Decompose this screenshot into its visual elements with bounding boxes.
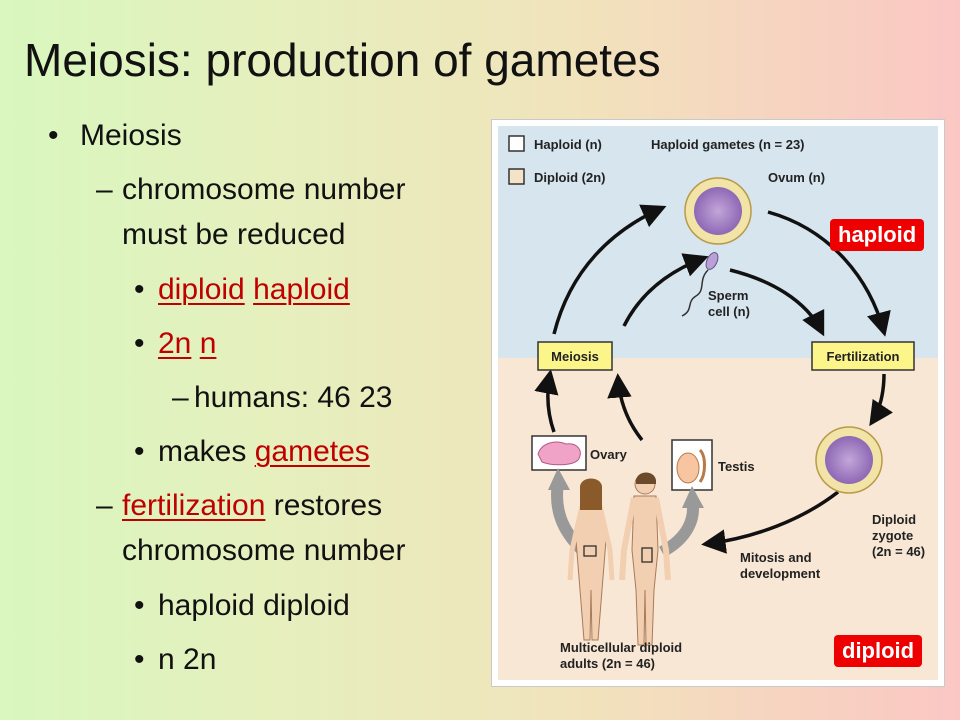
testis-illustration <box>676 452 700 484</box>
female-adult-figure <box>567 478 615 641</box>
arrow-zygote-to-adults <box>701 490 840 554</box>
meiosis-box <box>537 341 613 371</box>
adults-label-line2: adults (2n = 46) <box>560 656 655 671</box>
legend-haploid-label: Haploid (n) <box>534 137 602 152</box>
sub-diploid-haploid: diploid haploid <box>158 272 350 308</box>
sub-makes-gametes: makes gametes <box>158 434 370 470</box>
sperm-tail <box>681 269 709 317</box>
male-adult-figure <box>619 472 671 646</box>
testis-label: Testis <box>718 459 755 474</box>
haploid-tag: haploid <box>830 219 925 251</box>
diploid-region <box>498 358 938 680</box>
mitosis-label-line2: development <box>740 566 821 581</box>
arrow-ovum-to-fertilization <box>767 210 891 337</box>
ovary-label: Ovary <box>590 447 628 462</box>
sub-n-2n: n 2n <box>158 643 217 676</box>
ovary-locator-box <box>583 545 597 557</box>
sub-humans: humans: 46 23 <box>194 381 393 414</box>
zygote-label-line3: (2n = 46) <box>872 544 925 559</box>
bullet-marker: • <box>134 273 145 306</box>
dash-marker: – <box>172 381 189 414</box>
legend-haploid-swatch <box>508 135 525 152</box>
bullet-marker: • <box>134 589 145 622</box>
bullet-marker: • <box>134 327 145 360</box>
bullet-meiosis: Meiosis <box>80 119 182 152</box>
makes-text: makes <box>158 435 255 468</box>
life-cycle-diagram: Haploid (n) Diploid (2n) Haploid gametes… <box>498 126 938 680</box>
sub-fertilization-line2: chromosome number <box>122 534 406 567</box>
legend-diploid-swatch <box>508 168 525 185</box>
2n-link[interactable]: 2n <box>158 327 192 360</box>
haploid-gametes-label: Haploid gametes (n = 23) <box>651 137 805 152</box>
bullet-marker: • <box>48 119 59 152</box>
dash-marker: – <box>96 489 113 522</box>
zygote-label-line1: Diploid <box>872 512 916 527</box>
sub-chromosome-line1: chromosome number <box>122 173 406 206</box>
diploid-link[interactable]: diploid <box>158 273 245 306</box>
dash-marker: – <box>96 173 113 206</box>
ovary-illustration <box>537 441 581 466</box>
fertilization-link[interactable]: fertilization <box>122 489 266 522</box>
fertilization-box <box>811 341 915 371</box>
arrow-meiosis-to-ovum <box>552 204 667 335</box>
zygote-label-line2: zygote <box>872 528 913 543</box>
arrow-testis-to-meiosis <box>607 373 644 442</box>
sperm-label-line2: cell (n) <box>708 304 750 319</box>
zygote-nucleus <box>825 436 873 484</box>
arrow-meiosis-to-sperm <box>622 253 709 327</box>
fertilization-label: Fertilization <box>827 349 900 364</box>
meiosis-label: Meiosis <box>551 349 599 364</box>
arrow-sperm-to-fertilization <box>729 268 825 337</box>
sub-chromosome-line2: must be reduced <box>122 218 346 251</box>
bullet-marker: • <box>134 435 145 468</box>
ovum-nucleus <box>694 187 742 235</box>
n-link[interactable]: n <box>199 327 217 360</box>
haploid-link[interactable]: haploid <box>253 273 350 306</box>
life-cycle-figure: Haploid (n) Diploid (2n) Haploid gametes… <box>492 120 944 686</box>
restores-text: restores <box>265 489 383 522</box>
arrow-ovary-to-meiosis <box>534 369 559 433</box>
sub-2n-n: 2n n <box>158 326 216 362</box>
mitosis-label-line1: Mitosis and <box>740 550 812 565</box>
sperm-label-line1: Sperm <box>708 288 748 303</box>
bullet-marker: • <box>134 643 145 676</box>
sub-fertilization-line1: fertilization restores <box>122 488 382 524</box>
slide-title: Meiosis: production of gametes <box>24 34 661 86</box>
arrow-fertilization-to-zygote <box>869 373 894 427</box>
diploid-tag: diploid <box>834 635 923 667</box>
epididymis <box>698 448 706 483</box>
grey-arrowhead-male <box>682 486 704 508</box>
gametes-link[interactable]: gametes <box>254 435 370 468</box>
legend-diploid-label: Diploid (2n) <box>534 170 606 185</box>
ovum-label: Ovum (n) <box>768 170 825 185</box>
adults-label-line1: Multicellular diploid <box>560 640 682 655</box>
testis-locator-box <box>641 547 653 563</box>
sub-haploid-diploid: haploid diploid <box>158 589 350 622</box>
grey-arrowhead-female <box>548 468 570 490</box>
